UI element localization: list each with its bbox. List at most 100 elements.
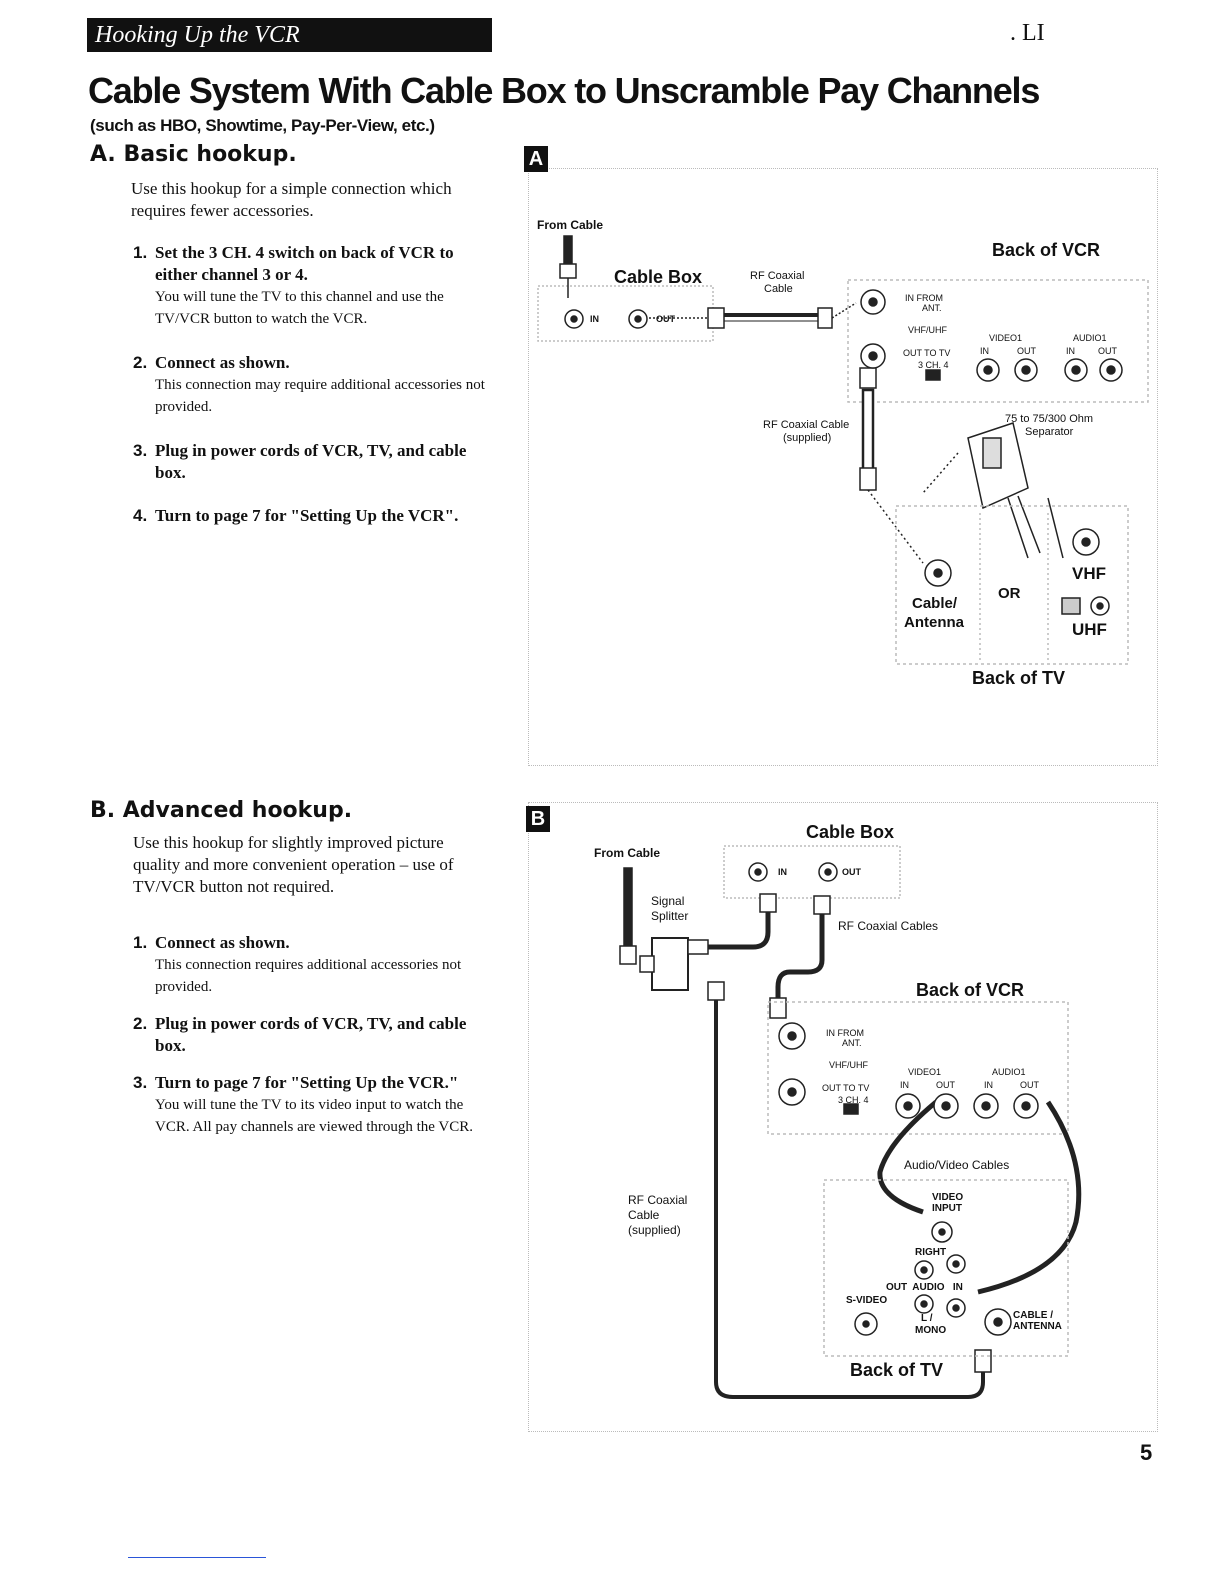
section-b-intro: Use this hookup for slightly improved pi… — [133, 833, 454, 896]
diagram-b-signal-2: Splitter — [651, 909, 689, 923]
step-title: Plug in power cords of VCR, TV, and cabl… — [155, 441, 467, 482]
diagram-a-cable-antenna-1: Cable/ — [912, 595, 958, 612]
diagram-a-cable-antenna-2: Antenna — [904, 614, 964, 631]
step-title: Connect as shown. — [155, 933, 290, 952]
step-title: Plug in power cords of VCR, TV, and cabl… — [155, 1014, 467, 1055]
diagram-b-box-out: OUT — [842, 867, 861, 877]
section-a-heading: A. Basic hookup. — [90, 142, 297, 167]
diagram-a-video1: VIDEO1 — [989, 333, 1023, 343]
diagram-a-drawing — [537, 235, 1149, 665]
diagram-b-video1: VIDEO1 — [908, 1067, 942, 1077]
diagram-b-ch-switch: 3 CH. 4 — [838, 1095, 869, 1105]
step-description: You will tune the TV to its video input … — [155, 1097, 474, 1135]
step-number: 3. — [133, 441, 148, 460]
diagram-a-frame — [528, 168, 1158, 766]
diagram-b-out-audio-in: OUT AUDIO IN — [886, 1282, 963, 1293]
step-title: Set the 3 CH. 4 switch on back of VCR to… — [155, 243, 454, 284]
diagram-a-separator-1: 75 to 75/300 Ohm — [1005, 413, 1094, 425]
diagram-a-ch-switch: 3 CH. 4 — [918, 360, 949, 370]
diagram-a-rf-cable-l1: RF Coaxial — [750, 270, 805, 282]
step-number: 1. — [133, 933, 148, 952]
step-description: This connection requires additional acce… — [155, 957, 462, 995]
section-a-step-2: 2. Connect as shown. This connection may … — [133, 352, 493, 418]
diagram-b-video-out: OUT — [936, 1080, 955, 1090]
step-number: 2. — [133, 1014, 148, 1033]
diagram-a-back-of-tv: Back of TV — [972, 668, 1066, 688]
diagram-b-box-in: IN — [778, 867, 787, 877]
diagram-b-rf-cables: RF Coaxial Cables — [838, 919, 939, 933]
diagram-b-video-input-1: VIDEO — [932, 1192, 964, 1203]
diagram-a-rf-supplied-1: RF Coaxial Cable — [763, 419, 850, 431]
diagram-b-l-mono-2: MONO — [915, 1325, 947, 1336]
diagram-b-audio-out: OUT — [1020, 1080, 1039, 1090]
diagram-b-in-from-ant-1: IN FROM — [826, 1028, 864, 1038]
diagram-b-video-in: IN — [900, 1080, 909, 1090]
diagram-a-in-from-ant-2: ANT. — [922, 303, 942, 313]
step-number: 2. — [133, 353, 148, 372]
diagram-a-cable-box: Cable Box — [614, 267, 703, 287]
diagram-a-uhf: UHF — [1072, 620, 1107, 639]
diagram-a-separator-2: Separator — [1025, 426, 1074, 438]
diagram-b-drawing — [619, 845, 1082, 1399]
section-a-step-1: 1. Set the 3 CH. 4 switch on back of VCR … — [133, 242, 493, 330]
diagram-b-cable-ant-1: CABLE / — [1013, 1310, 1053, 1321]
diagram-b-back-of-tv: Back of TV — [850, 1360, 944, 1380]
diagram-b-rf-supplied-1: RF Coaxial — [628, 1193, 688, 1207]
diagram-a-label: A — [524, 146, 548, 172]
diagram-a-or: OR — [998, 585, 1021, 602]
diagram-b-signal-1: Signal — [651, 894, 685, 908]
section-tab: Hooking Up the VCR — [87, 18, 492, 52]
diagram-a-out-to-tv: OUT TO TV — [903, 348, 951, 358]
diagram-b-audio1: AUDIO1 — [992, 1067, 1026, 1077]
section-b-heading: B. Advanced hookup. — [90, 798, 353, 823]
diagram-a-audio1: AUDIO1 — [1073, 333, 1107, 343]
step-title: Connect as shown. — [155, 353, 290, 372]
step-description: You will tune the TV to this channel and… — [155, 289, 444, 327]
step-title: Turn to page 7 for "Setting Up the VCR". — [155, 506, 459, 525]
diagram-b-rf-supplied-2: Cable — [628, 1208, 660, 1222]
diagram-a-video-out: OUT — [1017, 346, 1036, 356]
diagram-a-vhf-uhf: VHF/UHF — [908, 325, 947, 335]
step-description: This connection may require additional a… — [155, 377, 485, 415]
section-a-intro: Use this hookup for a simple connection … — [131, 179, 452, 220]
diagram-b-vhf-uhf: VHF/UHF — [829, 1060, 868, 1070]
diagram-b-av-cables: Audio/Video Cables — [904, 1158, 1010, 1172]
diagram-b-rf-supplied-3: (supplied) — [628, 1223, 681, 1237]
diagram-b-right: RIGHT — [915, 1247, 947, 1258]
step-number: 4. — [133, 506, 148, 525]
diagram-a-box-out: OUT — [656, 314, 675, 324]
diagram-a-audio-out: OUT — [1098, 346, 1117, 356]
diagram-b-audio-in: IN — [984, 1080, 993, 1090]
section-b-step-3: 3. Turn to page 7 for "Setting Up the VCR… — [133, 1072, 493, 1138]
section-a-step-4: 4. Turn to page 7 for "Setting Up the VCR… — [133, 505, 493, 527]
section-b-step-1: 1. Connect as shown. This connection requ… — [133, 932, 493, 998]
diagram-b-label: B — [526, 806, 550, 832]
corner-mark: . LI — [1010, 20, 1045, 46]
page-number: 5 — [1140, 1440, 1153, 1465]
diagram-a-rf-supplied-2: (supplied) — [783, 432, 832, 444]
diagram-b-video-input-2: INPUT — [932, 1203, 962, 1214]
diagram-b-frame — [528, 802, 1158, 1432]
diagram-b-s-video: S-VIDEO — [846, 1295, 888, 1306]
diagram-a-audio-in: IN — [1066, 346, 1075, 356]
diagram-b-back-of-vcr: Back of VCR — [916, 980, 1025, 1000]
step-title: Turn to page 7 for "Setting Up the VCR." — [155, 1073, 459, 1092]
step-number: 3. — [133, 1073, 148, 1092]
diagram-b-from-cable: From Cable — [594, 846, 661, 860]
step-number: 1. — [133, 243, 148, 262]
footer-rule — [128, 1557, 266, 1558]
diagram-a-vhf: VHF — [1072, 564, 1106, 583]
diagram-a-from-cable: From Cable — [537, 218, 604, 232]
diagram-a-back-of-vcr: Back of VCR — [992, 240, 1101, 260]
section-b-step-2: 2. Plug in power cords of VCR, TV, and ca… — [133, 1013, 493, 1057]
section-a-step-3: 3. Plug in power cords of VCR, TV, and ca… — [133, 440, 493, 484]
diagram-a-in-from-ant-1: IN FROM — [905, 293, 943, 303]
diagram-a-box-in: IN — [590, 314, 599, 324]
page-subtitle: (such as HBO, Showtime, Pay-Per-View, et… — [90, 116, 435, 135]
diagram-b-cable-ant-2: ANTENNA — [1013, 1321, 1062, 1332]
diagram-b-in-from-ant-2: ANT. — [842, 1038, 862, 1048]
page-title: Cable System With Cable Box to Unscrambl… — [88, 70, 1040, 111]
diagram-b-cable-box: Cable Box — [806, 822, 895, 842]
diagram-b-l-mono-1: L / — [921, 1313, 933, 1324]
diagram-a-rf-cable-l2: Cable — [764, 283, 793, 295]
